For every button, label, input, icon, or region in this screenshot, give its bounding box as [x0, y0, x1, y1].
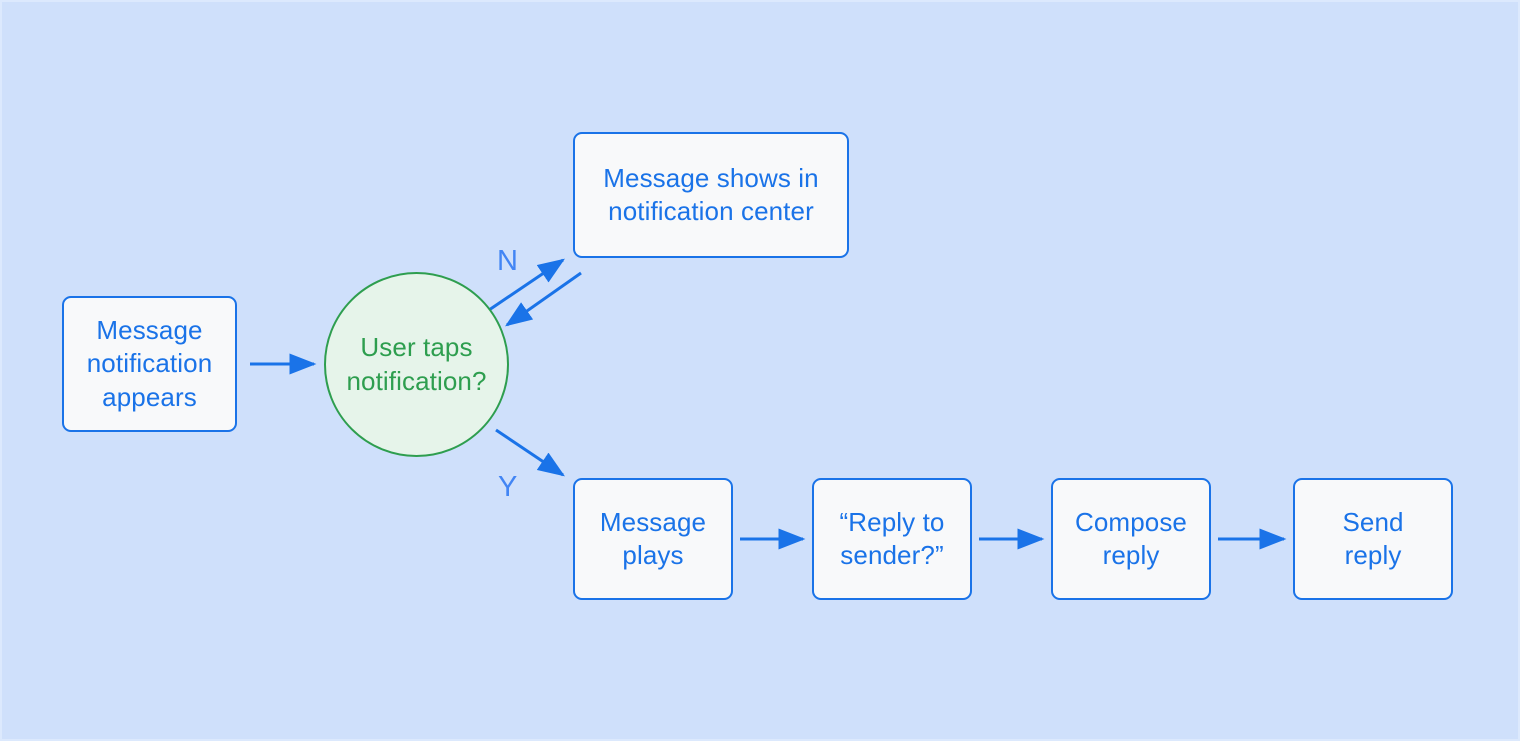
node-label: User taps notification? [346, 332, 487, 396]
node-message-notification-appears[interactable]: Message notification appears [62, 296, 237, 432]
edge-decision-to-message-plays [495, 428, 565, 477]
edge-notif-center-to-decision [505, 271, 582, 327]
node-label: Message shows in notification center [603, 162, 819, 226]
edge-label-yes: Y [498, 471, 518, 503]
node-send-reply[interactable]: Send reply [1293, 478, 1453, 600]
node-user-taps-notification-decision[interactable]: User taps notification? [324, 272, 509, 457]
node-label: Message plays [599, 506, 707, 570]
node-label: Send reply [1342, 506, 1404, 570]
node-label: Compose reply [1075, 506, 1187, 570]
node-compose-reply[interactable]: Compose reply [1051, 478, 1211, 600]
node-message-shows-in-notification-center[interactable]: Message shows in notification center [573, 132, 849, 258]
node-message-plays[interactable]: Message plays [573, 478, 733, 600]
edge-label-no: N [497, 245, 518, 277]
node-label: “Reply to sender?” [839, 506, 945, 570]
node-label: Message notification appears [86, 315, 213, 412]
node-reply-to-sender[interactable]: “Reply to sender?” [812, 478, 972, 600]
